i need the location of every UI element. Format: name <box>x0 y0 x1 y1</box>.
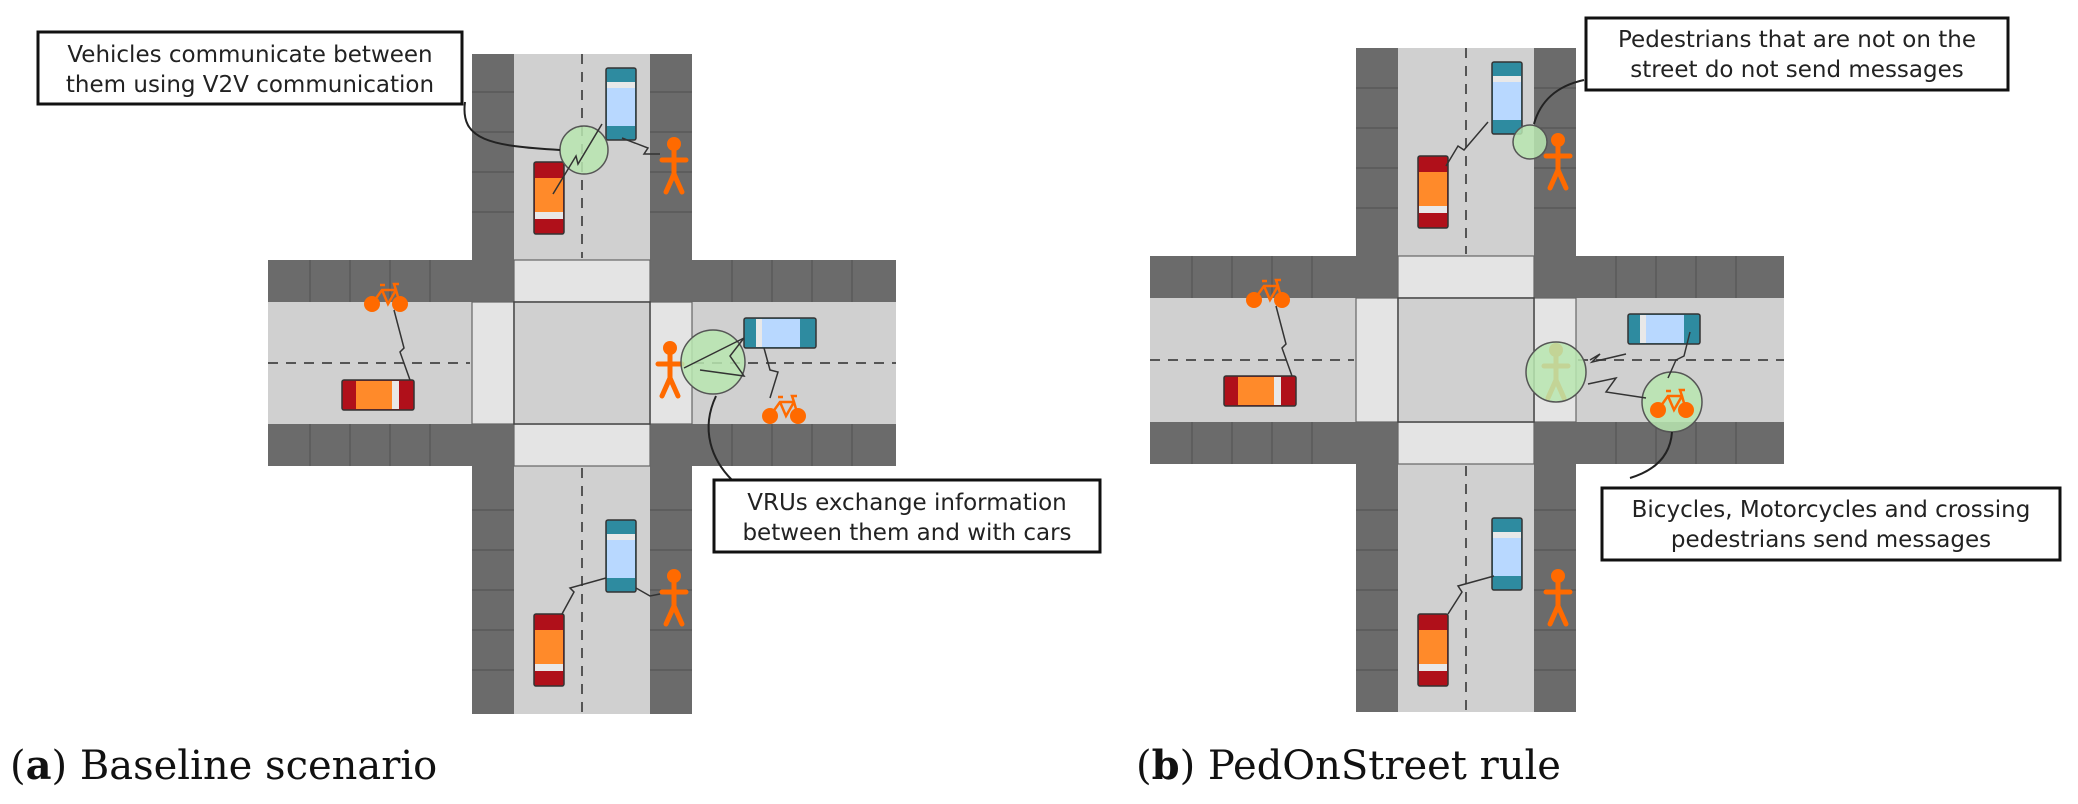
panel-a-road-map <box>268 54 896 714</box>
car-icon <box>1223 375 1297 407</box>
callout-line: them using V2V communication <box>66 72 434 98</box>
callout-bicycles-send-messages: Bicycles, Motorcycles and crossing pedes… <box>1600 486 2062 562</box>
caption-a: (a) Baseline scenario <box>10 742 438 789</box>
callout-line: VRUs exchange information <box>747 490 1067 516</box>
callout-line: Vehicles communicate between <box>67 42 432 68</box>
car-icon <box>1417 613 1449 687</box>
panel-a-communication <box>393 101 779 615</box>
car-icon <box>1491 517 1523 591</box>
car-icon <box>341 379 415 411</box>
car-icon <box>533 161 565 235</box>
car-icon <box>605 67 637 141</box>
car-icon <box>605 519 637 593</box>
caption-text: PedOnStreet rule <box>1207 743 1561 789</box>
callout-line: Pedestrians that are not on the <box>1618 27 1976 53</box>
caption-letter: b <box>1151 742 1180 789</box>
car-icon <box>1491 61 1523 135</box>
panel-b-communication <box>1275 79 1703 615</box>
panel-b-road-map <box>1150 48 1784 712</box>
car-icon <box>743 317 817 349</box>
callout-line: street do not send messages <box>1630 57 1964 83</box>
callout-vru-exchange: VRUs exchange information between them a… <box>712 478 1102 554</box>
callout-v2v: Vehicles communicate between them using … <box>36 30 464 106</box>
caption-letter: a <box>25 742 52 789</box>
caption-b: (b) PedOnStreet rule <box>1136 742 1561 789</box>
car-icon <box>1417 155 1449 229</box>
car-icon <box>533 613 565 687</box>
callout-pedestrians-not-on-street: Pedestrians that are not on the street d… <box>1584 16 2010 92</box>
callout-line: pedestrians send messages <box>1671 527 1991 553</box>
caption-text: Baseline scenario <box>79 743 438 789</box>
car-icon <box>1627 313 1701 345</box>
callout-line: between them and with cars <box>742 520 1071 546</box>
callout-line: Bicycles, Motorcycles and crossing <box>1632 497 2031 523</box>
